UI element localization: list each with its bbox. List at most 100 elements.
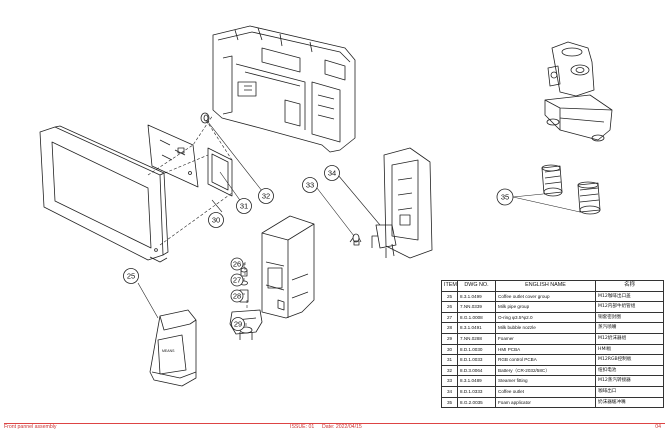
outlet-cover: MEANS	[149, 309, 197, 387]
callout-26: 26	[233, 260, 241, 269]
cell-dwg-no: 8.D.1.0030	[457, 343, 496, 356]
cell-dwg-no: 8.D.3.0064	[457, 364, 496, 377]
cell-english-name: Battery（CR-2032/58C）	[495, 364, 596, 377]
callout-25-circle	[123, 268, 139, 284]
callout-31-circle	[236, 198, 252, 214]
cell-english-name: Steamer fitting	[495, 375, 596, 387]
cell-english-name: O-ring φ3.5*φ2.0	[495, 311, 596, 324]
cell-dwg-no: 7.NN.0339	[457, 301, 496, 313]
cell-english-name: HMI PCBA	[495, 343, 596, 356]
rgb-pcb	[147, 124, 199, 188]
callout-32: 32	[262, 192, 270, 201]
callout-25: 25	[127, 272, 135, 281]
cell-english-name: Milk pipe group	[495, 301, 596, 313]
header-item: ITEM	[441, 280, 458, 292]
callout-29: 29	[234, 320, 242, 329]
callout-circles	[123, 165, 514, 331]
foam-applicator-tips	[541, 164, 601, 215]
footer: Front pannel assembly ISSUE: 01 Date: 20…	[4, 423, 665, 435]
cell-dwg-no: 8.G.1.0008	[457, 311, 496, 324]
hmi-display-panel	[39, 125, 169, 263]
cell-chinese-name: 铜套密封圈	[595, 311, 664, 324]
callout-27: 27	[233, 276, 241, 285]
cell-dwg-no: 8.D.1.0033	[457, 354, 496, 366]
cell-item: 32	[441, 364, 458, 377]
footer-page: 04	[655, 424, 661, 430]
header-dwg-no: DWG NO.	[457, 280, 496, 292]
cell-chinese-name: 咖啡出口	[595, 385, 664, 398]
callout-28: 28	[233, 292, 241, 301]
cell-dwg-no: 8.3.1.0491	[457, 322, 496, 334]
callout-31: 31	[240, 202, 248, 211]
cell-chinese-name: 蒸汽喷嘴	[595, 322, 664, 334]
callout-35-circle	[496, 188, 514, 206]
coin-battery	[200, 112, 210, 124]
callout-35: 35	[501, 193, 509, 202]
cell-dwg-no: 8.3.1.0489	[457, 375, 496, 387]
callout-30: 30	[212, 216, 220, 225]
footer-issue: ISSUE: 01	[290, 424, 315, 430]
cell-item: 31	[441, 354, 458, 366]
footer-title: Front pannel assembly	[4, 424, 57, 430]
cell-chinese-name: 纽扣电池	[595, 364, 664, 377]
svg-text:MEANS: MEANS	[162, 349, 175, 353]
callout-26-circle	[230, 257, 244, 271]
cell-chinese-name: M12咖啡出口盖	[595, 290, 664, 303]
callout-32-circle	[258, 188, 274, 204]
cell-english-name: Coffee outlet	[495, 385, 596, 398]
cell-chinese-name: M12蒸汽转接器	[595, 375, 664, 387]
cell-english-name: Foam applicator	[495, 396, 596, 409]
cell-english-name: RGB control PCBA	[495, 354, 596, 366]
cell-english-name: Coffee outlet cover group	[495, 290, 596, 303]
cell-dwg-no: 8.3.1.0499	[457, 290, 496, 303]
footer-rule	[4, 423, 665, 424]
cell-item: 35	[441, 396, 458, 409]
cell-item: 27	[441, 311, 458, 324]
callout-28-circle	[230, 289, 244, 303]
coffee-outlet-body	[261, 215, 315, 319]
cell-english-name: Milk bubble nozzle	[495, 322, 596, 334]
header-english-name: ENGLISH NAME	[495, 280, 596, 292]
callout-33: 33	[306, 181, 314, 190]
cell-item: 30	[441, 343, 458, 356]
cell-dwg-no: 8.G.2.0035	[457, 396, 496, 409]
callout-27-circle	[230, 273, 244, 287]
housing-frame	[212, 25, 356, 153]
hmi-pcb-card	[207, 147, 233, 197]
cell-dwg-no: 7.NN.0288	[457, 332, 496, 345]
cell-chinese-name: HMI板	[595, 343, 664, 356]
cell-chinese-name: 奶沫器缓冲嘴	[595, 396, 664, 409]
cell-item: 25	[441, 290, 458, 303]
cell-chinese-name: M12RGB控制板	[595, 354, 664, 366]
cell-english-name: Foamer	[495, 332, 596, 345]
coffee-outlet-assembly	[371, 147, 433, 259]
footer-date: Date: 2022/04/15	[322, 424, 362, 430]
cell-item: 34	[441, 385, 458, 398]
callout-33-circle	[302, 177, 318, 193]
cell-item: 28	[441, 322, 458, 334]
cell-item: 29	[441, 332, 458, 345]
cell-chinese-name: M12奶沫器组	[595, 332, 664, 345]
callout-34-circle	[324, 165, 340, 181]
foam-applicator-assembly	[544, 41, 613, 142]
table-header-row: ITEM DWG NO. ENGLISH NAME 名称	[441, 280, 664, 292]
header-chinese-name: 名称	[595, 280, 664, 292]
cell-dwg-no: 8.D.1.0333	[457, 385, 496, 398]
callout-29-circle	[231, 317, 245, 331]
cell-item: 33	[441, 375, 458, 387]
callout-numbers: 25 26 27 28 29 30 31 32 33 34 35	[127, 169, 509, 329]
